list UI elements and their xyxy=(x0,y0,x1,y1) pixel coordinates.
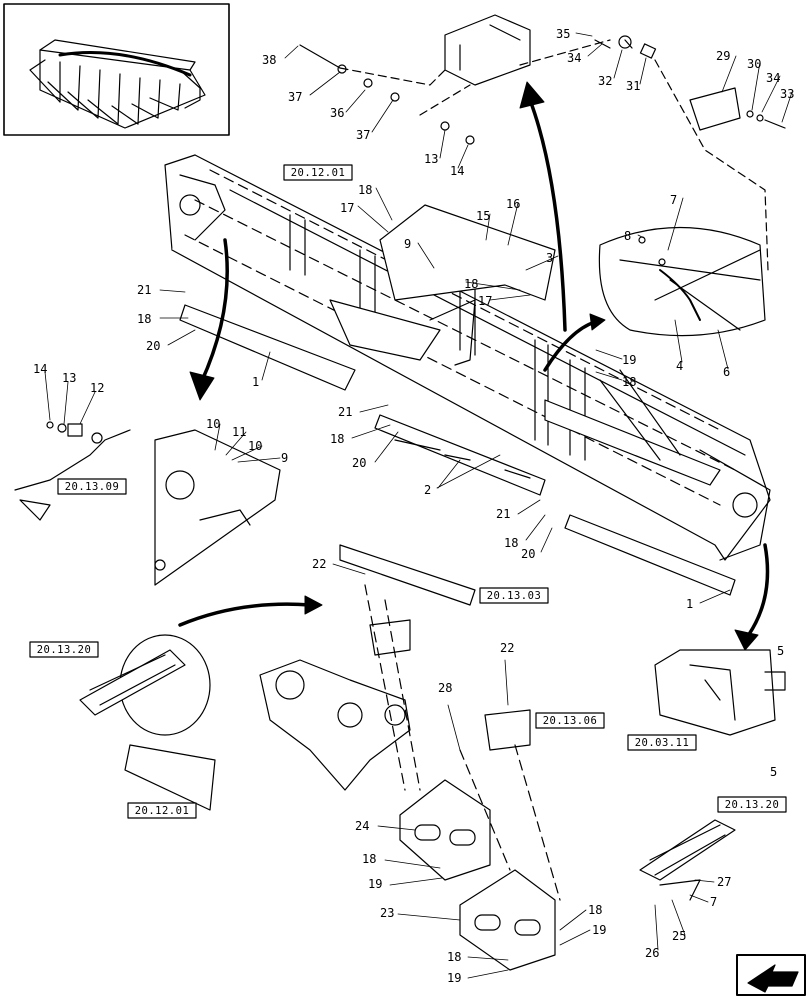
callout-label: 7 xyxy=(710,895,717,909)
callout-label: 34 xyxy=(766,71,780,85)
callout-label: 22 xyxy=(500,641,514,655)
callout-label: 14 xyxy=(450,164,464,178)
callout-label: 17 xyxy=(340,201,354,215)
reference-label: 20.13.06 xyxy=(543,715,598,727)
reference-box-top-frame[interactable]: 20.12.01 xyxy=(283,164,353,181)
callout-label: 3 xyxy=(546,251,553,265)
reference-box-plate[interactable]: 20.13.06 xyxy=(535,712,605,729)
callout-label: 18 xyxy=(464,277,478,291)
right-end-shield xyxy=(654,649,786,736)
callout-label: 9 xyxy=(404,237,411,251)
left-gearbox-detail xyxy=(79,634,216,811)
right-gearbox-detail xyxy=(639,819,736,901)
reference-box-bottom-frame[interactable]: 20.12.01 xyxy=(127,802,197,819)
callout-label: 20 xyxy=(521,547,535,561)
reference-box-bracket[interactable]: 20.13.03 xyxy=(479,587,549,604)
callout-label: 36 xyxy=(330,106,344,120)
callout-label: 18 xyxy=(137,312,151,326)
callout-label: 16 xyxy=(506,197,520,211)
callout-label: 33 xyxy=(780,87,794,101)
callout-label: 37 xyxy=(288,90,302,104)
callout-label: 28 xyxy=(438,681,452,695)
callout-label: 15 xyxy=(476,209,490,223)
callout-label: 5 xyxy=(770,765,777,779)
reference-label: 20.12.01 xyxy=(291,167,346,179)
callout-numbers: 38 37 36 37 13 14 35 34 32 31 29 30 34 3… xyxy=(33,27,794,985)
callout-label: 19 xyxy=(622,353,636,367)
callout-label: 30 xyxy=(747,57,761,71)
callout-label: 18 xyxy=(330,432,344,446)
callout-label: 18 xyxy=(362,852,376,866)
callout-label: 7 xyxy=(670,193,677,207)
callout-label: 38 xyxy=(262,53,276,67)
reference-label: 20.03.11 xyxy=(635,737,690,749)
callout-label: 20 xyxy=(352,456,366,470)
callout-label: 12 xyxy=(90,381,104,395)
callout-label: 27 xyxy=(717,875,731,889)
callout-label: 32 xyxy=(598,74,612,88)
upper-hardware xyxy=(299,14,786,271)
callout-label: 13 xyxy=(424,152,438,166)
callout-label: 31 xyxy=(626,79,640,93)
callout-label: 23 xyxy=(380,906,394,920)
callout-label: 5 xyxy=(777,644,784,658)
callout-label: 10 xyxy=(248,439,262,453)
callout-label: 25 xyxy=(672,929,686,943)
callout-label: 2 xyxy=(424,483,431,497)
reference-label: 20.13.20 xyxy=(725,799,780,811)
callout-label: 11 xyxy=(232,425,246,439)
callout-label: 9 xyxy=(281,451,288,465)
callout-label: 24 xyxy=(355,819,369,833)
callout-label: 20 xyxy=(146,339,160,353)
callout-label: 18 xyxy=(622,375,636,389)
callout-label: 19 xyxy=(447,971,461,985)
callout-label: 6 xyxy=(723,365,730,379)
callout-label: 34 xyxy=(567,51,581,65)
reference-label: 20.13.20 xyxy=(37,644,92,656)
flow-arrows xyxy=(178,81,770,651)
skid-shoes xyxy=(179,304,736,596)
main-frame xyxy=(164,154,771,561)
center-plates xyxy=(364,584,561,971)
previous-page-arrow-icon[interactable] xyxy=(736,954,806,996)
leader-lines xyxy=(44,32,793,979)
callout-label: 35 xyxy=(556,27,570,41)
reference-box-left-drive[interactable]: 20.13.09 xyxy=(57,478,127,495)
callout-label: 13 xyxy=(62,371,76,385)
callout-label: 19 xyxy=(368,877,382,891)
left-end-plate xyxy=(14,421,281,586)
callout-label: 4 xyxy=(676,359,683,373)
callout-label: 29 xyxy=(716,49,730,63)
callout-label: 21 xyxy=(496,507,510,521)
callout-label: 19 xyxy=(592,923,606,937)
reference-box-endshield[interactable]: 20.03.11 xyxy=(627,734,697,751)
callout-label: 10 xyxy=(206,417,220,431)
callout-label: 8 xyxy=(624,229,631,243)
callout-label: 18 xyxy=(358,183,372,197)
callout-label: 26 xyxy=(645,946,659,960)
callout-label: 18 xyxy=(447,950,461,964)
callout-label: 17 xyxy=(478,294,492,308)
callout-label: 1 xyxy=(686,597,693,611)
callout-label: 22 xyxy=(312,557,326,571)
callout-label: 18 xyxy=(588,903,602,917)
reference-label: 20.12.01 xyxy=(135,805,190,817)
callout-label: 21 xyxy=(137,283,151,297)
reference-box-gearbox-right[interactable]: 20.13.20 xyxy=(717,796,787,813)
reference-label: 20.13.03 xyxy=(487,590,542,602)
header-overview-inset xyxy=(3,3,230,136)
callout-label: 37 xyxy=(356,128,370,142)
pivot-detail-view xyxy=(598,226,766,337)
reference-box-gearbox-left[interactable]: 20.13.20 xyxy=(29,641,99,658)
reference-label: 20.13.09 xyxy=(65,481,120,493)
callout-label: 18 xyxy=(504,536,518,550)
callout-label: 1 xyxy=(252,375,259,389)
gearbox-assembly xyxy=(259,544,531,791)
callout-label: 21 xyxy=(338,405,352,419)
callout-label: 14 xyxy=(33,362,47,376)
